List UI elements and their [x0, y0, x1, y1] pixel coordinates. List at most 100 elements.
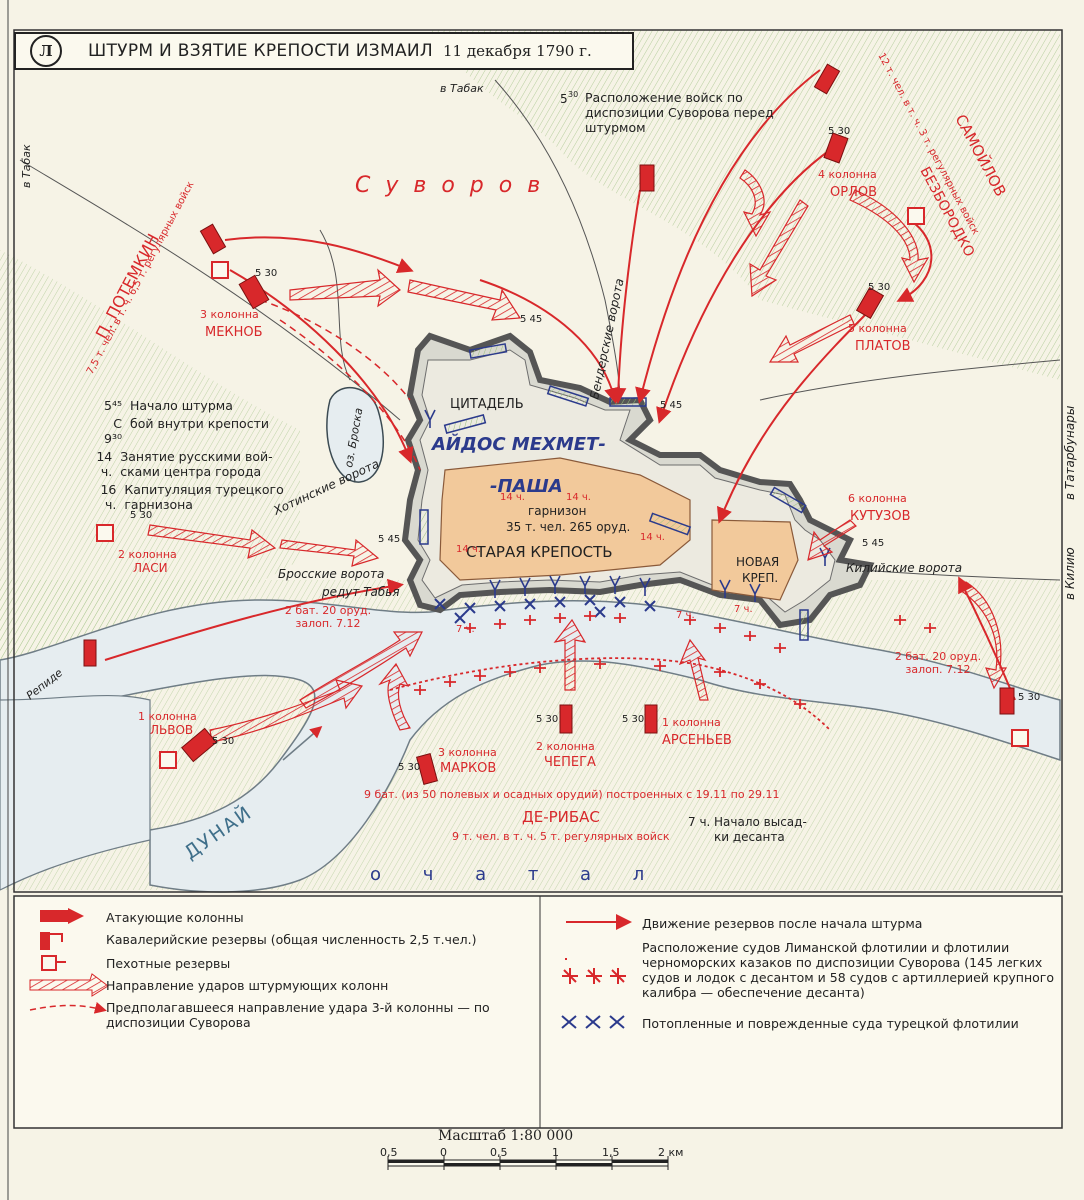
road-to-kiliya	[859, 569, 1061, 581]
rcol2-label: 2 колонна	[536, 740, 595, 753]
column-1-symbol	[181, 727, 217, 763]
col6-label: 6 колонна	[848, 492, 907, 505]
flotilla-boat-mark	[494, 619, 506, 629]
rcol1-label: 1 колонна	[662, 716, 721, 729]
planned-direction	[279, 319, 421, 471]
landing-time: 7 ч.	[688, 815, 710, 829]
flotilla-line	[389, 657, 831, 731]
fleet-line: 9 бат. (из 50 полевых и осадных орудий) …	[364, 788, 780, 801]
legend-item: Кавалерийские резервы (общая численность…	[106, 932, 477, 947]
river-column-3-symbol	[416, 753, 438, 785]
attack-arrow-north	[739, 169, 772, 238]
new-fortress-area	[711, 519, 799, 601]
legend-flotilla-icon	[562, 958, 626, 984]
flotilla-boat-mark	[744, 631, 756, 641]
flotilla-boat-mark	[474, 671, 486, 681]
flotilla-boat-mark	[654, 661, 666, 671]
scale-tick: 0,5	[380, 1146, 398, 1159]
legend-item: Атакующие колонны	[106, 910, 244, 925]
timeline-row: 16 ч.Капитуляция турецкого гарнизона	[100, 482, 284, 512]
rcol3-name: МАРКОВ	[440, 761, 496, 776]
label-new-fortress-1: НОВАЯ	[736, 555, 779, 569]
scale-tick: 0,5	[490, 1146, 508, 1159]
label-aidos-2: -ПАША	[490, 476, 563, 497]
sunken-ship-mark	[594, 606, 606, 618]
turkish-marker	[719, 579, 731, 598]
legend: Атакующие колонны Кавалерийские резервы …	[14, 898, 1060, 1130]
map-title: ШТУРМ И ВЗЯТИЕ КРЕПОСТИ ИЗМАИЛ	[88, 41, 433, 61]
label-chatal: о ч а т а л	[370, 864, 662, 885]
reserve-symbol	[199, 223, 227, 255]
column-4-symbol	[823, 132, 849, 164]
turkish-battery	[769, 486, 807, 514]
turkish-marker	[489, 579, 501, 598]
time-14: 14 ч.	[500, 492, 525, 503]
time-530: 5 30	[130, 510, 152, 521]
flotilla-boat-mark	[714, 667, 726, 677]
publisher-badge: Л	[30, 35, 62, 67]
flotilla-boat-mark	[894, 615, 906, 625]
lake-broska	[326, 386, 384, 483]
scale-tick: 0	[440, 1146, 447, 1159]
legend-item: Направление ударов штурмующих колонн	[106, 978, 389, 993]
flotilla-boat-mark	[594, 659, 606, 669]
attack-arrow-col6	[807, 519, 857, 561]
label-garrison-1: гарнизон	[528, 504, 587, 518]
river-column-2-symbol	[559, 704, 573, 734]
label-deribas: ДЕ-РИБАС	[522, 808, 600, 826]
reserve-movement	[635, 69, 821, 404]
flotilla-boat-mark	[534, 663, 546, 673]
scale-graphic	[387, 1156, 669, 1170]
label-to-tabak-west: в Табак	[20, 144, 33, 188]
reserve-movement	[656, 149, 831, 424]
col3-name: МЕКНОБ	[205, 325, 263, 340]
flotilla-boat-mark	[794, 699, 806, 709]
landing-text-1: Начало высад-	[714, 815, 807, 829]
time-530: 5 30	[622, 714, 644, 725]
legend-item: Потопленные и поврежденные суда турецкой…	[642, 1016, 1019, 1031]
sunken-ship-mark	[554, 596, 566, 608]
sunken-ship-mark	[494, 600, 506, 612]
flotilla-boat-mark	[924, 623, 936, 633]
sunken-ship-mark	[524, 598, 536, 610]
legend-attack-direction-icon	[29, 973, 109, 997]
road-to-tabak-north	[494, 79, 621, 401]
reserve-symbol	[999, 687, 1015, 715]
danube-branch	[0, 694, 151, 891]
time-545: 5 45	[378, 534, 400, 545]
turkish-battery	[799, 609, 809, 641]
turkish-marker	[609, 575, 621, 594]
time-530: 5 30	[398, 762, 420, 773]
reserve-movement	[896, 219, 933, 302]
reserve-symbol	[813, 63, 841, 95]
attack-arrow-col1	[209, 679, 364, 743]
flotilla-boat-mark	[444, 677, 456, 687]
time-530: 5 30	[255, 268, 277, 279]
time-530: 5 30	[212, 736, 234, 747]
reserve-movement	[717, 299, 881, 524]
map-frame	[13, 29, 1063, 893]
col5-name: ПЛАТОВ	[855, 339, 911, 354]
turkish-marker	[519, 577, 531, 596]
col4-label: 4 колонна	[818, 168, 877, 181]
time-530: 5 30	[828, 126, 850, 137]
legend-cavalry-icon	[40, 932, 50, 950]
map-title-box: Л ШТУРМ И ВЗЯТИЕ КРЕПОСТИ ИЗМАИЛ 11 дека…	[14, 32, 634, 70]
col3-label: 3 колонна	[200, 308, 259, 321]
flotilla-boat-mark	[464, 623, 476, 633]
rcol3-label: 3 колонна	[438, 746, 497, 759]
turkish-battery	[546, 385, 590, 407]
flotilla-boat-mark	[504, 667, 516, 677]
col1-label: 1 колонна	[138, 710, 197, 723]
label-redoubt-tabya: редут Табья	[321, 585, 400, 599]
time-545: 5 45	[660, 400, 682, 411]
label-old-fortress: СТАРАЯ КРЕПОСТЬ	[466, 543, 613, 561]
legend-item: Предполагавшееся направление удара 3-й к…	[106, 1000, 490, 1030]
flotilla-boat-mark	[414, 685, 426, 695]
legend-item: Пехотные резервы	[106, 956, 231, 971]
label-to-tabak-north: в Табак	[440, 82, 484, 95]
time-7: 7 ч.	[456, 624, 475, 635]
